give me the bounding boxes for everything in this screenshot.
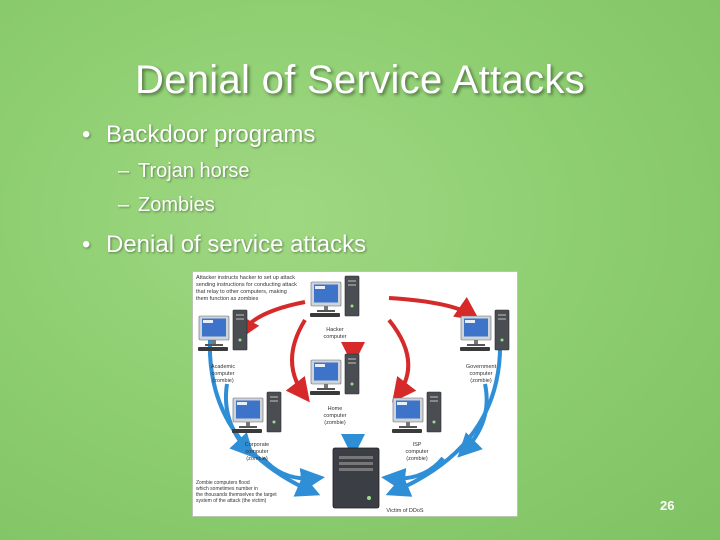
isp-computer-icon bbox=[391, 391, 442, 434]
page-number: 26 bbox=[660, 498, 675, 513]
sub-bullet-text: Zombies bbox=[138, 194, 215, 216]
sub-bullet-marker: – bbox=[118, 194, 130, 216]
bottom-note-line: which sometimes number in bbox=[196, 486, 258, 492]
government-computer-icon bbox=[459, 309, 510, 352]
top-note-line: sending instructions for conducting atta… bbox=[196, 282, 297, 288]
academic-label: computer bbox=[212, 371, 235, 377]
isp-label: (zombie) bbox=[406, 456, 428, 462]
isp-label: ISP bbox=[413, 442, 422, 448]
government-label: computer bbox=[470, 371, 493, 377]
red-arrow-to-government bbox=[388, 296, 480, 321]
bottom-note-line: system of the attack (the victim) bbox=[196, 498, 267, 504]
home-label: (zombie) bbox=[324, 420, 346, 426]
academic-label: (zombie) bbox=[212, 378, 234, 384]
corporate-label: (zombie) bbox=[246, 456, 268, 462]
bullet-text: Backdoor programs bbox=[106, 121, 316, 148]
corporate-label: computer bbox=[246, 449, 269, 455]
victim-server-icon bbox=[332, 447, 380, 509]
bullet-marker: • bbox=[82, 231, 91, 258]
slide-title: Denial of Service Attacks bbox=[135, 58, 585, 102]
bottom-note: Zombie computers flood which sometimes n… bbox=[196, 480, 277, 504]
red-arrow-to-home-right bbox=[387, 318, 417, 403]
government-label: Government bbox=[466, 364, 497, 370]
hacker-label: Hacker bbox=[326, 327, 344, 333]
blue-arrow-left-long bbox=[207, 323, 321, 497]
top-note-line: Attacker instructs hacker to set up atta… bbox=[196, 275, 295, 281]
home-label: Home bbox=[328, 406, 343, 412]
blue-arrow-right-long bbox=[385, 323, 502, 497]
corporate-label: Corporate bbox=[245, 442, 269, 448]
academic-computer-icon bbox=[197, 309, 248, 352]
bullet-marker: • bbox=[82, 121, 91, 148]
bullet-text: Denial of service attacks bbox=[106, 231, 367, 258]
sub-bullet-marker: – bbox=[118, 160, 130, 182]
isp-label: computer bbox=[406, 449, 429, 455]
top-note-line: that relay to other computers, making bbox=[196, 289, 287, 295]
red-arrow-to-home-left bbox=[285, 318, 310, 403]
bottom-note-line: the thousands themselves the target bbox=[196, 492, 277, 498]
top-note-line: them function as zombies bbox=[196, 296, 259, 302]
hacker-label: computer bbox=[324, 334, 347, 340]
government-label: (zombie) bbox=[470, 378, 492, 384]
bottom-note-line: Zombie computers flood bbox=[196, 480, 250, 486]
victim-label: Victim of DDoS bbox=[386, 508, 424, 514]
home-label: computer bbox=[324, 413, 347, 419]
sub-bullet-text: Trojan horse bbox=[138, 160, 250, 182]
corporate-computer-icon bbox=[231, 391, 282, 434]
hacker-computer-icon bbox=[309, 275, 360, 318]
home-computer-icon bbox=[309, 353, 360, 396]
red-arrow-to-academic bbox=[237, 300, 306, 342]
top-note: Attacker instructs hacker to set up atta… bbox=[196, 275, 297, 302]
ddos-diagram-svg: Attacker instructs hacker to set up atta… bbox=[196, 275, 510, 514]
ddos-diagram: Attacker instructs hacker to set up atta… bbox=[192, 271, 518, 517]
academic-label: Academic bbox=[211, 364, 235, 370]
